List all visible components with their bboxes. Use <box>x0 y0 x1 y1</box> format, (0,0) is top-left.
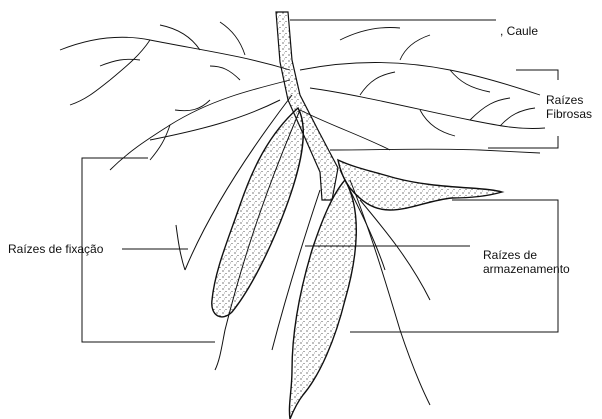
label-raizes-armazenamento-line1: Raízes de <box>483 248 570 262</box>
label-raizes-armazenamento: Raízes de armazenamento <box>483 248 570 276</box>
label-caule: , Caule <box>500 24 538 38</box>
label-raizes-armazenamento-line2: armazenamento <box>483 262 570 276</box>
label-raizes-fibrosas-line2: Fibrosas <box>546 107 592 121</box>
label-raizes-fibrosas: Raízes Fibrosas <box>546 93 592 121</box>
leader-fibrosas-bottom <box>488 136 558 148</box>
tuber-center <box>289 180 356 419</box>
label-raizes-fibrosas-line1: Raízes <box>546 93 592 107</box>
label-raizes-fixacao: Raízes de fixação <box>8 242 103 256</box>
leader-fibrosas-top <box>516 70 558 80</box>
